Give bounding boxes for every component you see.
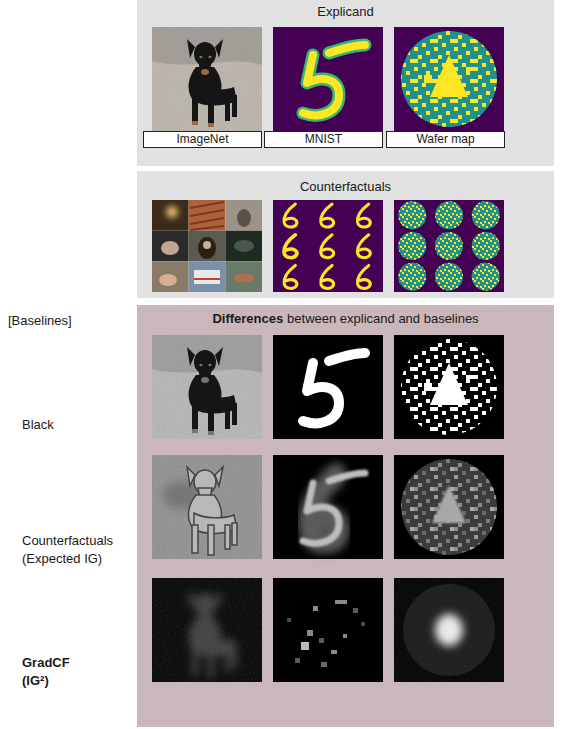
explicand-panel: ExplicandImageNet MNIST Wafer map bbox=[137, 0, 554, 166]
imagenet-counterfactual-grid bbox=[152, 200, 262, 292]
panel-title: Differences between explicand and baselin… bbox=[137, 311, 554, 327]
wafer-counterfactual-grid bbox=[394, 200, 504, 292]
row-label: Black bbox=[22, 416, 132, 434]
difference-image bbox=[152, 455, 262, 559]
difference-image bbox=[273, 335, 383, 439]
panel-heading: Differences bbox=[212, 311, 283, 326]
difference-image bbox=[394, 455, 504, 559]
wafer-map bbox=[394, 27, 504, 131]
counterfactuals-panel: Counterfactuals bbox=[137, 171, 554, 298]
row-label: GradCF (IG²) bbox=[22, 654, 84, 690]
dataset-name: ImageNet bbox=[176, 132, 228, 146]
dataset-label: Wafer map bbox=[386, 131, 505, 148]
row-group-label: [Baselines] bbox=[8, 312, 128, 330]
panel-title: Explicand bbox=[137, 4, 554, 20]
difference-image bbox=[152, 335, 262, 439]
mnist-digit bbox=[273, 27, 383, 131]
dataset-label: MNIST bbox=[264, 131, 383, 148]
label-text: Wafer map bbox=[416, 133, 474, 146]
mnist-counterfactual-grid bbox=[273, 200, 383, 292]
panel-heading: Counterfactuals bbox=[300, 179, 391, 194]
label-text: ImageNet bbox=[176, 133, 228, 146]
difference-image bbox=[394, 578, 504, 682]
dataset-name: Wafer map bbox=[416, 132, 474, 146]
difference-image bbox=[273, 455, 383, 559]
dog-photo bbox=[152, 27, 262, 131]
difference-image bbox=[394, 335, 504, 439]
panel-ground bbox=[137, 0, 554, 166]
label-text: MNIST bbox=[305, 133, 342, 146]
panel-heading: between explicand and baselines bbox=[287, 311, 479, 326]
panel-ground bbox=[137, 171, 554, 298]
difference-image bbox=[273, 578, 383, 682]
panel-title: Counterfactuals bbox=[137, 179, 554, 195]
panel-heading: Explicand bbox=[317, 4, 373, 19]
panel-ground bbox=[137, 305, 554, 727]
dataset-name: MNIST bbox=[305, 132, 342, 146]
row-label: Counterfactuals (Expected IG) bbox=[22, 532, 134, 568]
difference-image bbox=[152, 578, 262, 682]
dataset-label: ImageNet bbox=[143, 131, 262, 148]
differences-panel: Differences between explicand and baselin… bbox=[137, 305, 554, 727]
